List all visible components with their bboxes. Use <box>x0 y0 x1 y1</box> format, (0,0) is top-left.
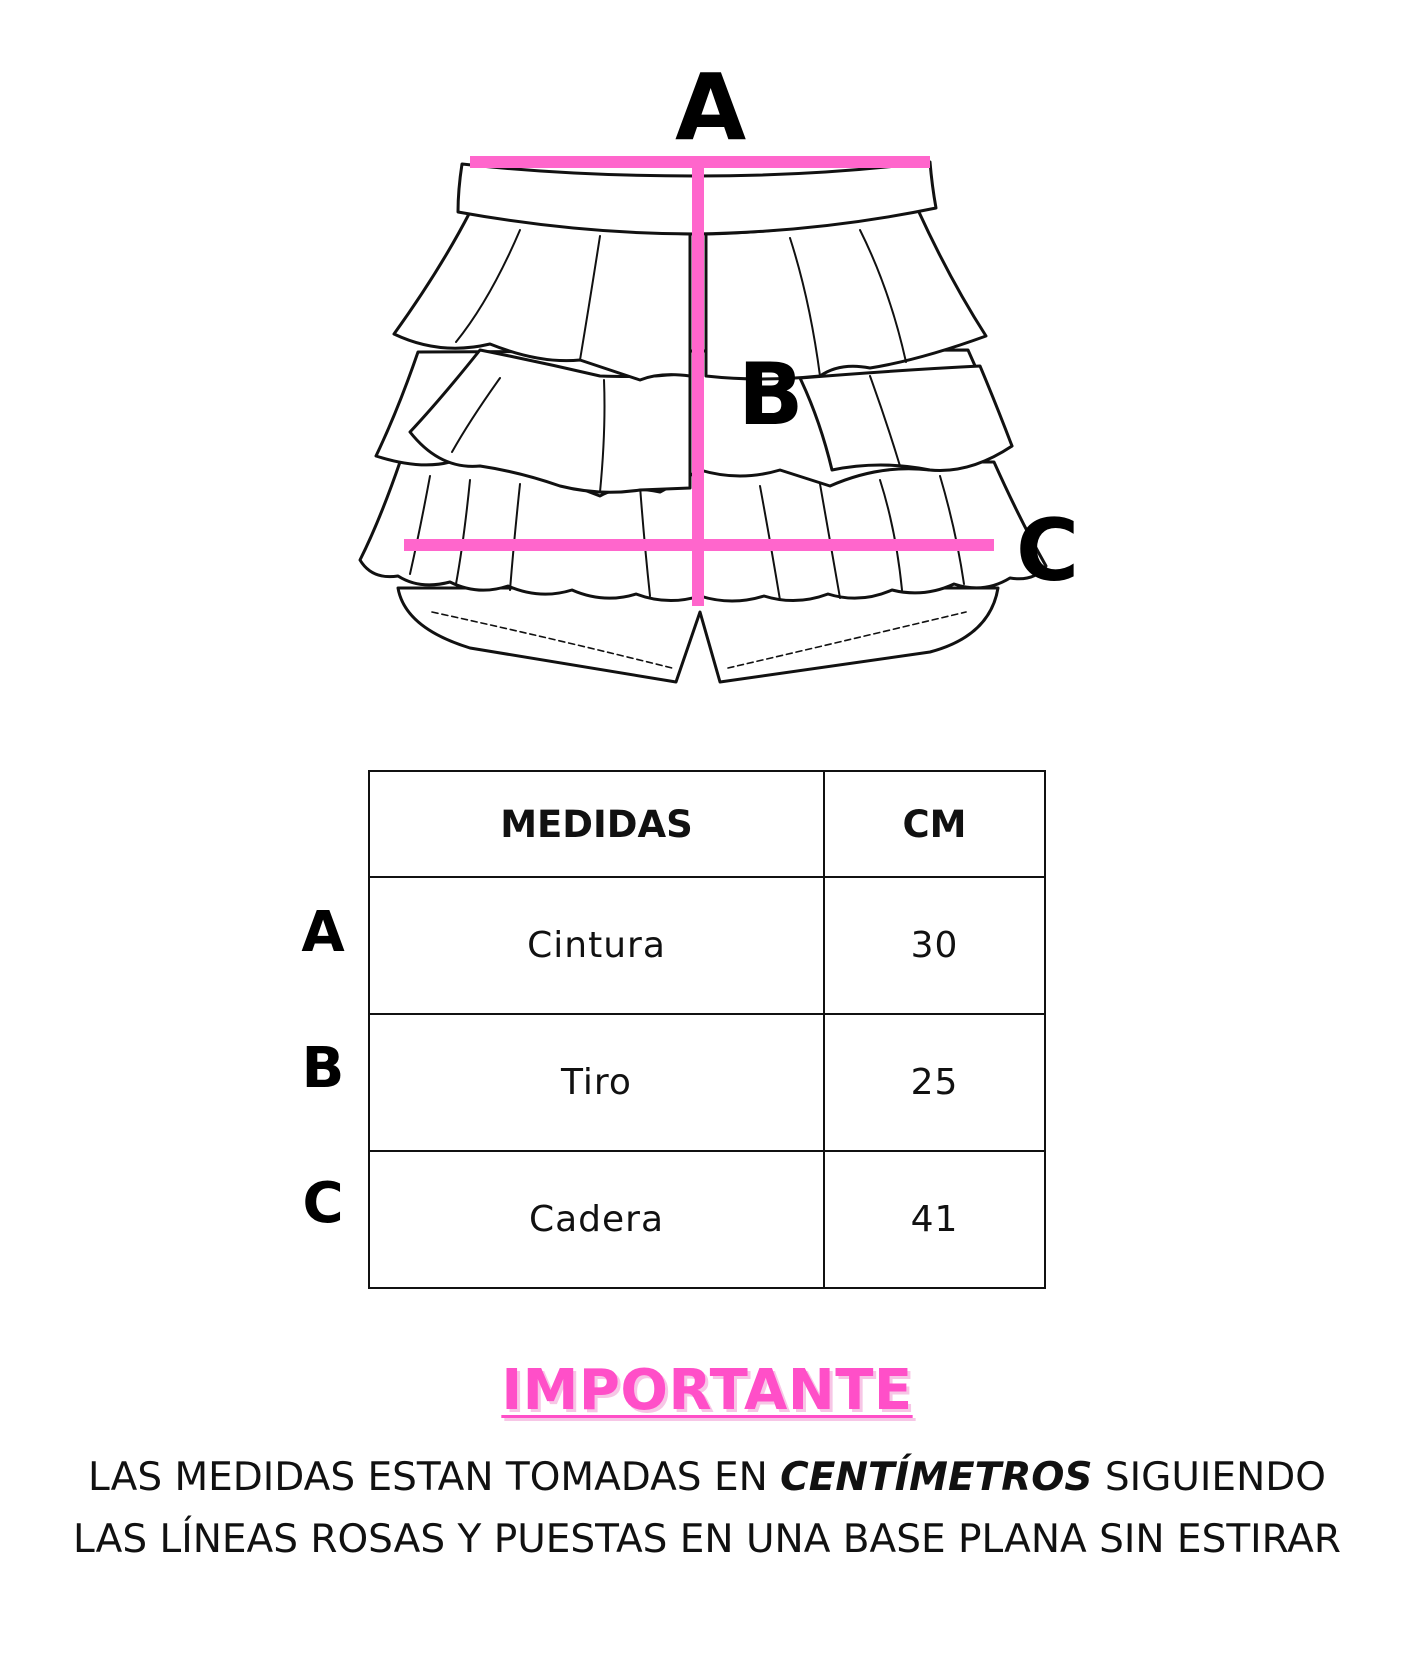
table-header-row: MEDIDAS CM <box>368 770 1046 878</box>
cell-measure: Cadera <box>368 1150 825 1289</box>
row-key: A <box>301 900 345 965</box>
label-a: A <box>675 54 747 161</box>
row-key: C <box>302 1171 344 1236</box>
table-row: Cadera 41 <box>368 1150 1046 1289</box>
note-text: SIGUIENDO <box>1092 1455 1326 1500</box>
note-line-1: LAS MEDIDAS ESTAN TOMADAS EN CENTÍMETROS… <box>0 1455 1414 1500</box>
label-c: C <box>1016 501 1080 601</box>
header-unit: CM <box>823 770 1046 878</box>
label-b: B <box>738 345 804 445</box>
size-table: MEDIDAS CM Cintura 30 Tiro 25 Cadera 41 <box>368 770 1046 1289</box>
measurement-diagram: A B C <box>0 0 1414 720</box>
header-measure: MEDIDAS <box>368 770 825 878</box>
cell-value: 25 <box>823 1013 1046 1152</box>
shorts-bottom <box>396 586 1000 684</box>
note-text: LAS MEDIDAS ESTAN TOMADAS EN <box>88 1455 781 1500</box>
note-emphasis: CENTÍMETROS <box>780 1455 1093 1500</box>
cell-measure: Tiro <box>368 1013 825 1152</box>
ruffled-shorts-icon <box>358 156 1048 684</box>
table-row: Tiro 25 <box>368 1013 1046 1152</box>
ruffle-middle-flap-right <box>798 364 1014 472</box>
row-key: B <box>301 1036 345 1101</box>
note-line-2: LAS LÍNEAS ROSAS Y PUESTAS EN UNA BASE P… <box>73 1517 1341 1562</box>
ruffle-middle-flap <box>408 348 692 494</box>
table-row: Cintura 30 <box>368 876 1046 1015</box>
important-heading: IMPORTANTE <box>501 1358 913 1423</box>
cell-measure: Cintura <box>368 876 825 1015</box>
cell-value: 30 <box>823 876 1046 1015</box>
cell-value: 41 <box>823 1150 1046 1289</box>
